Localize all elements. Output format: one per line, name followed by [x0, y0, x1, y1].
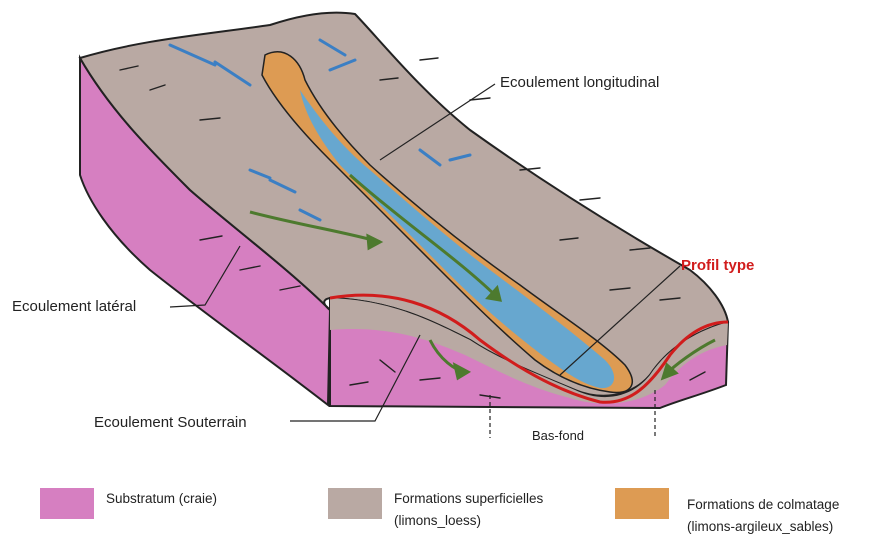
legend-swatch-colmatage — [615, 488, 669, 519]
label-basfond: Bas-fond — [532, 428, 584, 443]
legend-item-superficial: Formations superficielles (limons_loess) — [328, 488, 543, 532]
legend-label-substratum: Substratum (craie) — [106, 488, 217, 510]
label-longitudinal: Ecoulement longitudinal — [500, 74, 659, 91]
legend-item-colmatage: Formations de colmatage (limons-argileux… — [615, 488, 839, 538]
label-profil-type: Profil type — [681, 257, 754, 274]
legend-sublabel-superficial: (limons_loess) — [394, 510, 543, 532]
legend-swatch-substratum — [40, 488, 94, 519]
label-lateral: Ecoulement latéral — [12, 298, 136, 315]
legend-label-colmatage: Formations de colmatage — [687, 494, 839, 516]
legend-item-substratum: Substratum (craie) — [40, 488, 217, 519]
legend-swatch-superficial — [328, 488, 382, 519]
label-souterrain: Ecoulement Souterrain — [94, 414, 247, 431]
legend-label-superficial: Formations superficielles — [394, 488, 543, 510]
legend-sublabel-colmatage: (limons-argileux_sables) — [687, 516, 839, 538]
